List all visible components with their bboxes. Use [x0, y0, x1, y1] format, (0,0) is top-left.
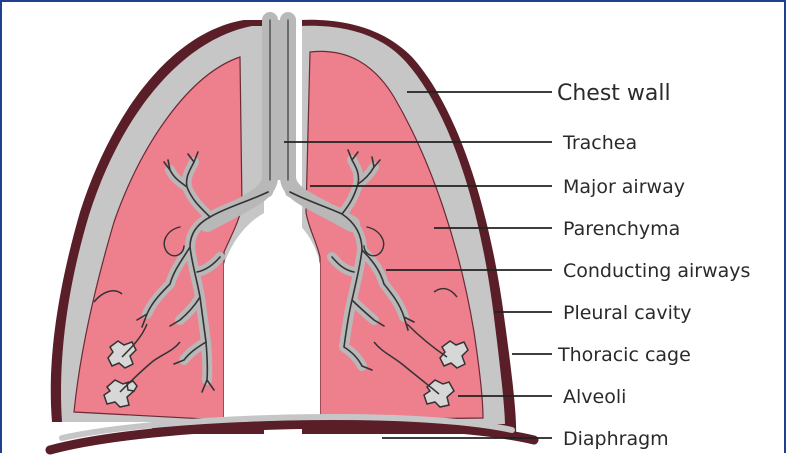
label-pleural-cavity: Pleural cavity — [563, 302, 692, 324]
label-thoracic-cage: Thoracic cage — [557, 344, 691, 366]
right-lung — [298, 20, 516, 434]
label-major-airway: Major airway — [563, 176, 685, 198]
label-diaphragm: Diaphragm — [563, 428, 669, 450]
mediastinum — [224, 210, 320, 422]
label-alveoli: Alveoli — [563, 386, 626, 408]
label-parenchyma: Parenchyma — [563, 218, 680, 240]
label-conducting-airways: Conducting airways — [563, 260, 750, 282]
label-chest-wall: Chest wall — [557, 81, 671, 106]
label-trachea: Trachea — [562, 132, 637, 154]
